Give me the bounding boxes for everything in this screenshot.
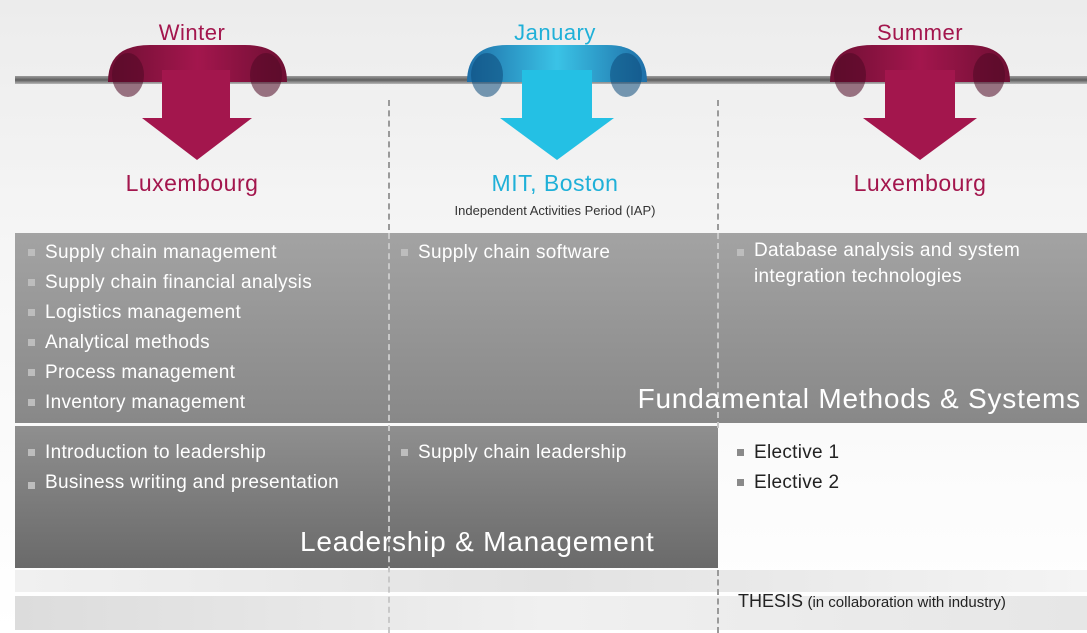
summer-term-label: Summer <box>876 20 964 45</box>
summer-location: Luxembourg <box>853 170 987 196</box>
iap-subtitle: Independent Activities Period (IAP) <box>454 203 656 218</box>
list-item: Introduction to leadership <box>28 438 358 468</box>
january-fundamental-list: Supply chain software <box>401 238 701 268</box>
list-item: Analytical methods <box>28 328 378 358</box>
divider <box>717 233 719 428</box>
timeline-graphics <box>15 45 1087 160</box>
list-item: Business writing and presentation <box>28 471 358 495</box>
winter-fundamental-list: Supply chain management Supply chain fin… <box>28 238 378 418</box>
january-arrow-icon <box>467 45 647 160</box>
divider <box>388 233 390 633</box>
list-item: Inventory management <box>28 388 378 418</box>
list-item: Supply chain leadership <box>401 438 701 468</box>
fundamental-band-label: Fundamental Methods & Systems <box>637 383 1081 414</box>
january-leadership-list: Supply chain leadership <box>401 438 701 468</box>
thesis-note: (in collaboration with industry) <box>807 594 1006 611</box>
summer-fundamental-list: Database analysis and system integration… <box>737 238 1072 290</box>
winter-term-label: Winter <box>158 20 226 45</box>
winter-arrow-icon <box>108 45 287 160</box>
list-item: Elective 1 <box>737 438 1037 468</box>
list-item: Supply chain software <box>401 238 701 268</box>
thesis-label: THESIS (in collaboration with industry) <box>738 591 1006 612</box>
winter-leadership-list: Introduction to leadership Business writ… <box>28 438 358 495</box>
winter-location: Luxembourg <box>125 170 259 196</box>
leadership-band <box>15 426 718 568</box>
divider <box>388 100 390 230</box>
divider <box>717 100 719 230</box>
list-item: Supply chain financial analysis <box>28 268 378 298</box>
january-location: MIT, Boston <box>491 170 619 196</box>
list-item: Process management <box>28 358 378 388</box>
list-item: Elective 2 <box>737 468 1037 498</box>
fundamental-band <box>15 233 1087 423</box>
list-item: Supply chain management <box>28 238 378 268</box>
leadership-band-label: Leadership & Management <box>300 526 655 557</box>
thesis-title: THESIS <box>738 591 804 611</box>
summer-arrow-icon <box>830 45 1010 160</box>
lower-strip <box>15 570 1087 592</box>
list-item: Database analysis and system integration… <box>737 238 1072 290</box>
electives-list: Elective 1 Elective 2 <box>737 438 1037 498</box>
january-term-label: January <box>514 20 596 45</box>
thesis-strip <box>15 596 1087 630</box>
divider <box>717 570 719 633</box>
list-item: Logistics management <box>28 298 378 328</box>
